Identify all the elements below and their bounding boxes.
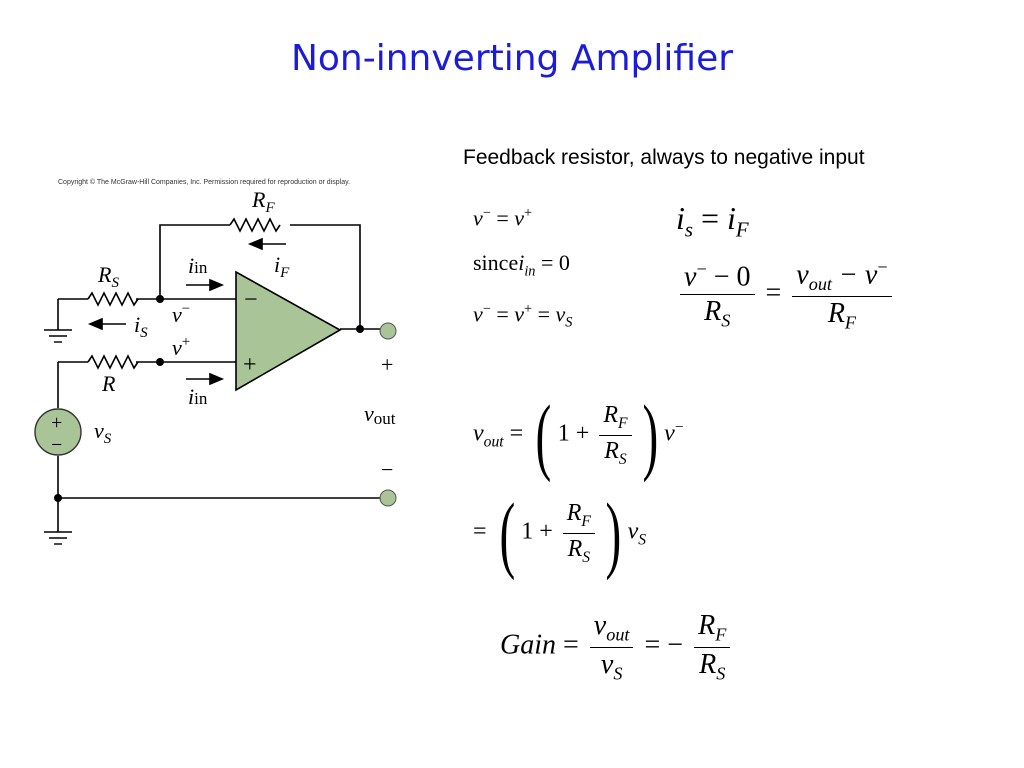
opamp-minus-sign: − — [244, 287, 258, 313]
equation-vout-vs: = (1 + RF RS )vS — [473, 485, 647, 581]
resistor-rf — [229, 217, 281, 233]
current-arrows — [87, 237, 286, 386]
equation-gain: Gain = vout vS = − RF RS — [500, 612, 734, 683]
label-r: R — [101, 371, 116, 396]
ground-symbols — [44, 329, 72, 545]
label-is: iS — [134, 312, 148, 341]
resistor-rs — [87, 291, 139, 307]
equation-v-minus-equals-vs: v− = v+ = vS — [473, 301, 573, 331]
label-if: iF — [274, 252, 290, 281]
label-vout: vout — [364, 401, 396, 428]
junction-dots — [54, 295, 364, 502]
label-rf: RF — [251, 187, 275, 216]
output-terminal-top — [379, 322, 397, 340]
label-v-minus: v− — [172, 301, 190, 327]
label-iin-bottom: iin — [188, 384, 208, 409]
label-iin-top: iin — [188, 253, 208, 278]
output-plus-sign: + — [381, 352, 393, 377]
equation-vout-expression: vout = (1 + RF RS )v− — [473, 387, 684, 483]
output-minus-sign: − — [381, 457, 393, 482]
label-vs: vS — [94, 418, 112, 447]
feedback-note: Feedback resistor, always to negative in… — [463, 146, 865, 169]
label-v-plus: v+ — [172, 334, 190, 360]
resistor-r — [87, 354, 139, 370]
equation-kcl-ratio: v− − 0 RS = vout − v− RF — [676, 258, 896, 332]
label-rs: RS — [97, 262, 119, 291]
voltage-source — [34, 408, 82, 456]
source-plus-sign: + — [51, 412, 62, 434]
source-minus-sign: − — [51, 434, 62, 456]
copyright-notice: Copyright © The McGraw-Hill Companies, I… — [58, 179, 351, 186]
opamp-plus-sign: + — [243, 352, 257, 378]
fraction-right: vout − v− RF — [792, 258, 892, 332]
fraction-left: v− − 0 RS — [680, 260, 755, 330]
opamp-triangle — [235, 270, 342, 392]
equation-v-minus-equals-v-plus: v− = v+ — [473, 205, 533, 231]
slide-title: Non-innverting Amplifier — [290, 38, 734, 79]
equation-since-iin-zero: sinceiin = 0 — [473, 250, 570, 280]
equation-is-equals-if: is = iF — [676, 200, 749, 242]
output-terminal-bottom — [379, 489, 397, 507]
